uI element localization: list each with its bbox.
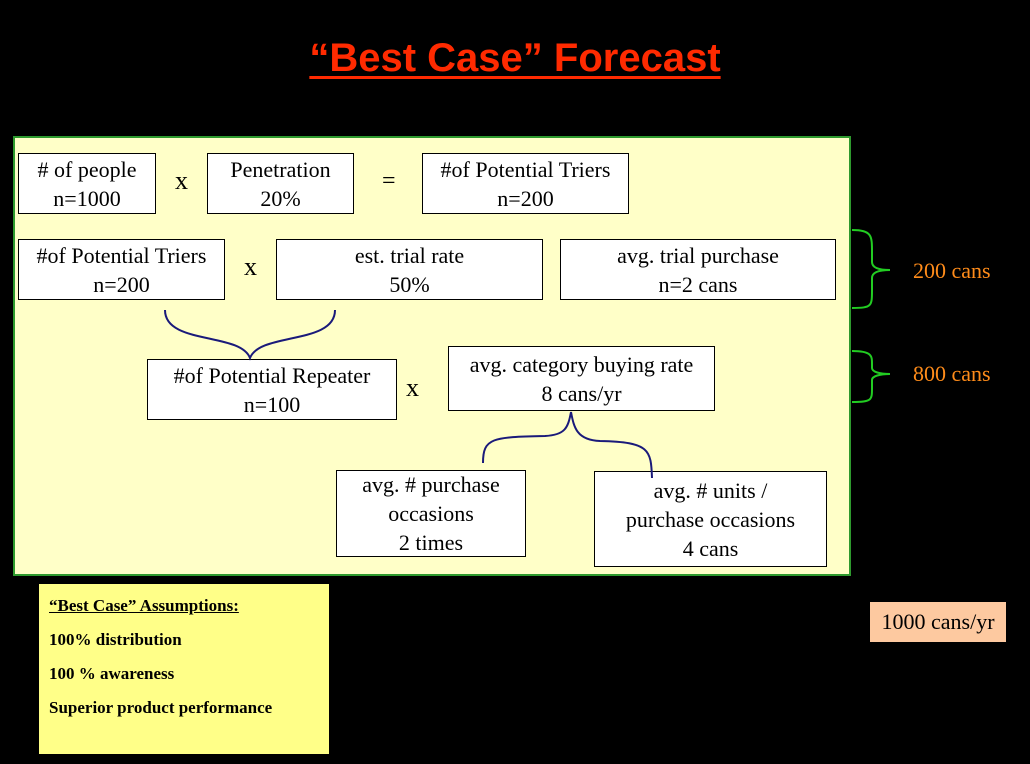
potential-triers-value: n=200 (497, 185, 554, 211)
repeat-cans-brace (851, 350, 891, 403)
trial-rate-value: 50% (389, 271, 430, 297)
potential-repeater-label: #of Potential Repeater (173, 362, 371, 388)
trial-cans-brace (851, 229, 891, 309)
units-per-occasion-box: avg. # units / purchase occasions 4 cans (594, 471, 827, 567)
assumptions-heading: “Best Case” Assumptions: (49, 596, 239, 615)
potential-triers-box: #of Potential Triers n=200 (422, 153, 629, 214)
buying-rate-label: avg. category buying rate (469, 351, 694, 377)
trial-cans-label: 200 cans (913, 258, 991, 283)
purchase-occasions-line1: avg. # purchase (362, 472, 500, 497)
penetration-value: 20% (260, 185, 301, 211)
assumption-item: 100% distribution (49, 630, 182, 649)
page-title: “Best Case” Forecast (309, 36, 721, 80)
category-buying-rate-box: avg. category buying rate 8 cans/yr (448, 346, 715, 411)
trial-purchase-value: n=2 cans (658, 271, 738, 297)
assumptions-box: “Best Case” Assumptions: 100% distributi… (39, 584, 329, 754)
people-label: # of people (37, 156, 137, 182)
assumption-item: 100 % awareness (49, 664, 175, 683)
trial-purchase-label: avg. trial purchase (617, 242, 779, 268)
potential-triers-box-2: #of Potential Triers n=200 (18, 239, 225, 300)
trial-purchase-box: avg. trial purchase n=2 cans (560, 239, 836, 300)
trial-rate-label: est. trial rate (354, 242, 465, 268)
units-line1: avg. # units / (653, 477, 768, 503)
trial-rate-box: est. trial rate 50% (276, 239, 543, 300)
people-box: # of people n=1000 (18, 153, 156, 214)
repeat-cans-label: 800 cans (913, 361, 991, 386)
assumption-item: Superior product performance (49, 698, 273, 717)
purchase-occasions-line2: occasions (388, 501, 474, 526)
potential-triers-label-2: #of Potential Triers (36, 242, 207, 268)
penetration-box: Penetration 20% (207, 153, 354, 214)
purchase-occasions-box: avg. # purchase occasions 2 times (336, 470, 526, 557)
potential-repeater-box: #of Potential Repeater n=100 (147, 359, 397, 420)
potential-repeater-value: n=100 (243, 391, 301, 417)
penetration-label: Penetration (230, 156, 331, 182)
equals-sign: = (382, 168, 396, 194)
people-value: n=1000 (53, 185, 121, 211)
potential-triers-value-2: n=200 (93, 271, 150, 297)
units-value: 4 cans (682, 535, 739, 561)
multiply-sign-3: x (406, 373, 419, 402)
buying-rate-value: 8 cans/yr (541, 380, 622, 406)
multiply-sign-2: x (244, 252, 257, 281)
total-cans-badge: 1000 cans/yr (870, 602, 1006, 642)
purchase-occasions-value: 2 times (398, 530, 464, 555)
potential-triers-label: #of Potential Triers (440, 156, 611, 182)
multiply-sign: x (175, 166, 188, 195)
units-line2: purchase occasions (625, 506, 796, 532)
